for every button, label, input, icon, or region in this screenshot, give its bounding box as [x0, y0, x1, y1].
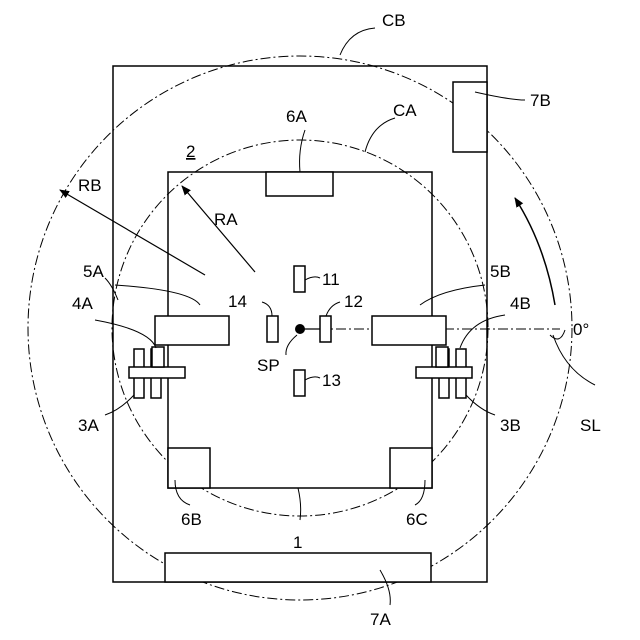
label-13: 13	[322, 371, 341, 390]
label-11: 11	[322, 270, 340, 289]
label-7a: 7A	[370, 610, 391, 629]
rotation-arrow	[515, 198, 555, 305]
clamp-3b-4b	[416, 347, 472, 398]
radius-arrow-ra	[182, 186, 255, 272]
label-14: 14	[228, 292, 247, 311]
label-4a: 4A	[72, 294, 93, 313]
label-7b: 7B	[530, 91, 551, 110]
label-rb: RB	[78, 176, 102, 195]
label-2: 2	[186, 142, 195, 161]
label-6c: 6C	[406, 510, 428, 529]
label-3b: 3B	[500, 416, 521, 435]
label-6a: 6A	[286, 107, 307, 126]
label-5b: 5B	[490, 262, 511, 281]
label-ra: RA	[214, 210, 238, 229]
radius-arrow-rb	[60, 190, 205, 275]
label-cb: CB	[382, 11, 406, 30]
block-6c	[390, 448, 432, 488]
label-ca: CA	[393, 101, 417, 120]
clamp-3a-4a	[129, 347, 185, 398]
label-6b: 6B	[181, 510, 202, 529]
center-point-sp	[295, 324, 305, 334]
label-sl: SL	[580, 416, 601, 435]
block-6a	[266, 172, 333, 196]
block-5a	[155, 316, 229, 345]
label-4b: 4B	[510, 294, 531, 313]
sensor-12	[320, 316, 331, 342]
bar-7a	[165, 553, 431, 582]
label-3a: 3A	[78, 416, 99, 435]
sensor-11	[294, 266, 305, 292]
block-6b	[168, 448, 210, 488]
sensor-14	[267, 316, 278, 342]
label-1: 1	[293, 533, 302, 552]
block-7b	[453, 82, 487, 152]
block-5b	[372, 316, 446, 345]
sensor-13	[294, 370, 305, 396]
label-0deg: 0°	[573, 320, 589, 339]
label-12: 12	[344, 292, 363, 311]
label-5a: 5A	[83, 262, 104, 281]
label-sp: SP	[257, 356, 280, 375]
